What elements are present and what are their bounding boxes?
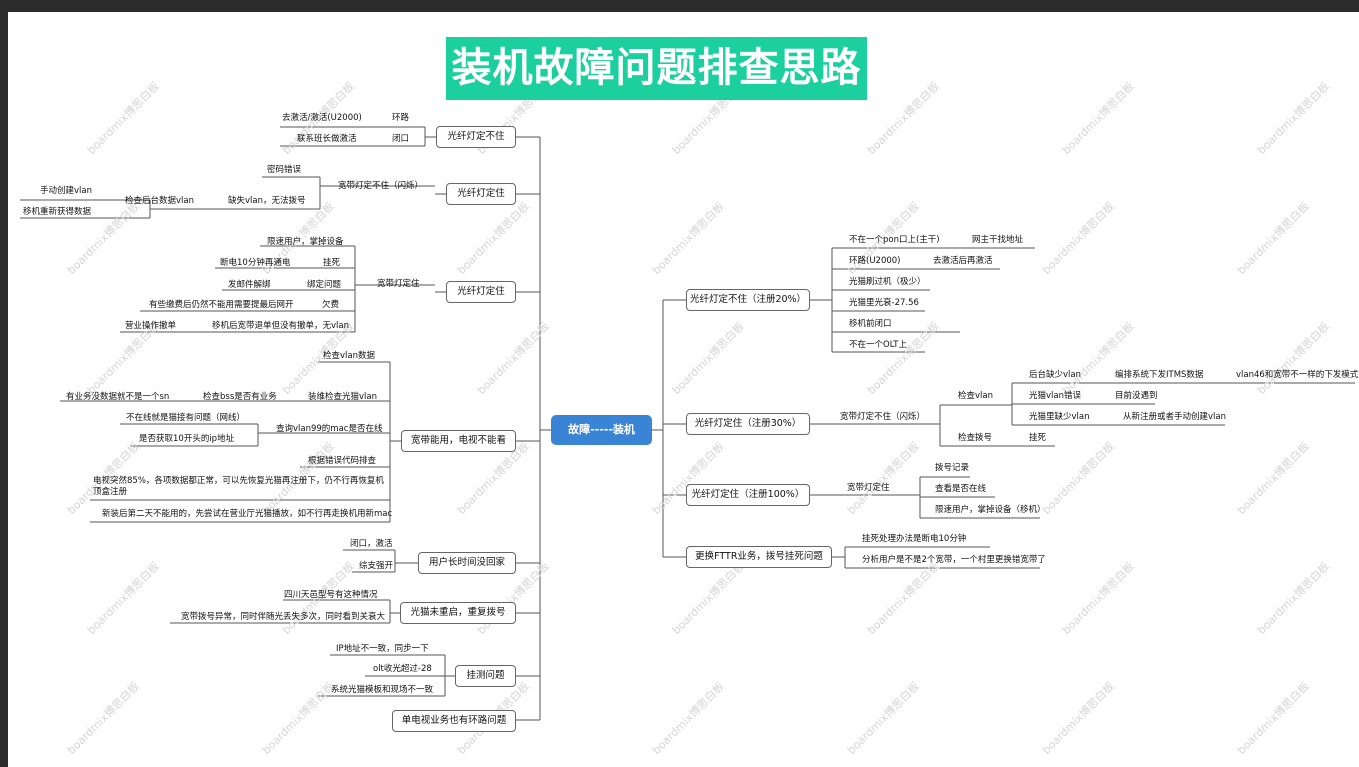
node-text: 电视突然85%，各项数据都正常，可以先恢复光猫再注册下，仍不行再恢复机顶盒注册: [93, 476, 384, 497]
branch-r-fiber-unstable-20[interactable]: 光纤灯定不住（注册20%）: [686, 289, 810, 311]
node-text: 闭口，激活: [350, 539, 393, 549]
node-text: 限速用户，掌掉设备: [267, 237, 344, 247]
branch-tv-not-working[interactable]: 宽带能用，电视不能看: [401, 430, 516, 452]
node-text: 查询vlan99的mac是否在线: [276, 424, 383, 434]
node-text: 去激活/激活(U2000): [282, 113, 362, 123]
node-text: 欠费: [322, 300, 340, 310]
node-text: 宽带灯定住: [377, 279, 420, 289]
node-text: 不在线就是猫接有问题（网线）: [126, 413, 246, 423]
node-text: 根据错误代码排查: [308, 456, 377, 466]
branch-modem-not-restarted[interactable]: 光猫未重启，重复拨号: [400, 602, 516, 624]
node-text: 挂死处理办法是断电10分钟: [862, 534, 967, 544]
branch-tv-loop[interactable]: 单电视业务也有环路问题: [392, 710, 516, 732]
node-text: 宽带灯定不住（闪烁）: [840, 412, 926, 422]
node-text: 绑定问题: [307, 280, 342, 290]
node-text: 检查后台数据vlan: [125, 196, 194, 206]
branch-r-fiber-stable-100[interactable]: 光纤灯定住（注册100%）: [686, 484, 810, 506]
node-text: 查看是否在线: [935, 484, 987, 494]
node-text: 有些缴费后仍然不能用需要提最后网开: [149, 300, 294, 310]
node-text: 光猫里光衰-27.56: [849, 298, 919, 308]
node-text: 联系班长做激活: [297, 134, 357, 144]
node-text: 挂死: [323, 258, 341, 268]
node-text: 装维检查光猫vlan: [308, 392, 377, 402]
node-text: 有业务没数据就不是一个sn: [66, 392, 170, 402]
branch-test-issues[interactable]: 挂测问题: [455, 665, 516, 687]
node-text: 光猫vlan错误: [1029, 391, 1081, 401]
branch-fiber-light-stable-1[interactable]: 光纤灯定住: [446, 183, 516, 205]
node-text: 环路(U2000): [849, 256, 901, 266]
node-text: 光猫刷过机（极少）: [849, 277, 926, 287]
node-text: 手动创建vlan: [40, 186, 92, 196]
branch-r-fiber-stable-30[interactable]: 光纤灯定住（注册30%）: [686, 413, 810, 435]
node-text: 检查bss是否有业务: [203, 392, 277, 402]
node-text: 拨号记录: [935, 463, 970, 473]
node-text: 移机后宽带退单但没有撤单，无vlan: [212, 321, 349, 331]
branch-user-away[interactable]: 用户长时间没回家: [418, 552, 516, 574]
branch-r-fttr[interactable]: 更换FTTR业务，拨号挂死问题: [686, 546, 832, 568]
node-text: 后台缺少vlan: [1029, 370, 1081, 380]
node-text: 网主干找地址: [972, 235, 1024, 245]
node-text: 编排系统下发ITMS数据: [1115, 370, 1204, 380]
node-text: 发邮件解绑: [228, 280, 271, 290]
page-title: 装机故障问题排查思路: [446, 37, 867, 100]
node-text: 是否获取10开头的ip地址: [139, 434, 235, 444]
node-text: 检查vlan数据: [323, 351, 375, 361]
node-text: 目前没遇到: [1115, 391, 1158, 401]
node-text: IP地址不一致，同步一下: [336, 644, 429, 654]
node-text: 移机重新获得数据: [23, 207, 92, 217]
root-node[interactable]: 故障-----装机: [551, 415, 652, 445]
node-text: 挂死: [1029, 433, 1047, 443]
node-text: 检查拨号: [958, 433, 993, 443]
node-text: 综支强开: [359, 561, 394, 571]
node-text: 限速用户，掌掉设备（移机）: [935, 505, 1046, 515]
node-text: 不在一个pon口上(主干): [849, 235, 940, 245]
node-text: 四川天邑型号有这种情况: [284, 590, 378, 600]
node-text: olt收光超过-28: [373, 664, 432, 674]
node-text: 缺失vlan，无法拨号: [228, 196, 306, 206]
whiteboard-canvas: [8, 12, 1359, 767]
node-text: 从新注册或者手动创建vlan: [1123, 412, 1226, 422]
node-text: 环路: [392, 113, 410, 123]
node-text: 光猫里缺少vlan: [1029, 412, 1090, 422]
node-text: 宽带拨号异常，同时伴随光丢失多次，同时看到关衰大: [181, 612, 386, 622]
node-text: vlan46和宽带不一样的下发模式: [1236, 370, 1359, 380]
branch-fiber-light-stable-2[interactable]: 光纤灯定住: [446, 281, 516, 303]
node-text: 去激活后再激活: [933, 256, 993, 266]
node-text: 断电10分钟再通电: [220, 258, 291, 268]
node-text: 分析用户是不是2个宽带，一个村里更换错宽带了: [862, 555, 1046, 565]
node-text: 宽带灯定住: [847, 483, 890, 493]
node-text: 系统光猫模板和现场不一致: [331, 685, 434, 695]
node-text: 密码错误: [267, 165, 302, 175]
node-text: 不在一个OLT上: [849, 340, 907, 350]
node-text: 闭口: [392, 134, 410, 144]
node-text: 新装后第二天不能用的，先尝试在营业厅光猫播放，如不行再走换机用新mac: [102, 509, 393, 519]
node-text: 检查vlan: [958, 391, 993, 401]
node-text: 宽带灯定不住（闪烁）: [338, 181, 424, 191]
branch-fiber-light-unstable[interactable]: 光纤灯定不住: [436, 126, 516, 148]
node-text: 营业操作撤单: [125, 321, 177, 331]
node-text: 移机前闭口: [849, 319, 892, 329]
